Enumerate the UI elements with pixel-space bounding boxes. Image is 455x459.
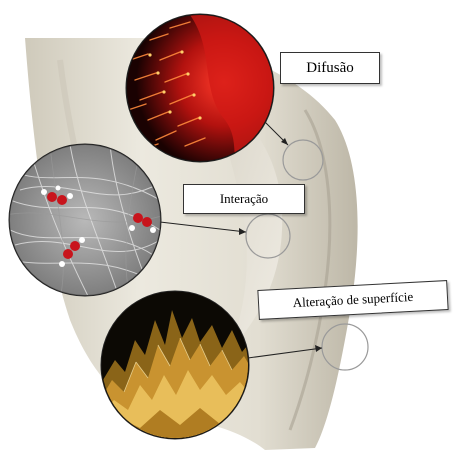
interaction-label: Interação: [183, 184, 305, 214]
diffusion-label: Difusão: [280, 52, 380, 84]
